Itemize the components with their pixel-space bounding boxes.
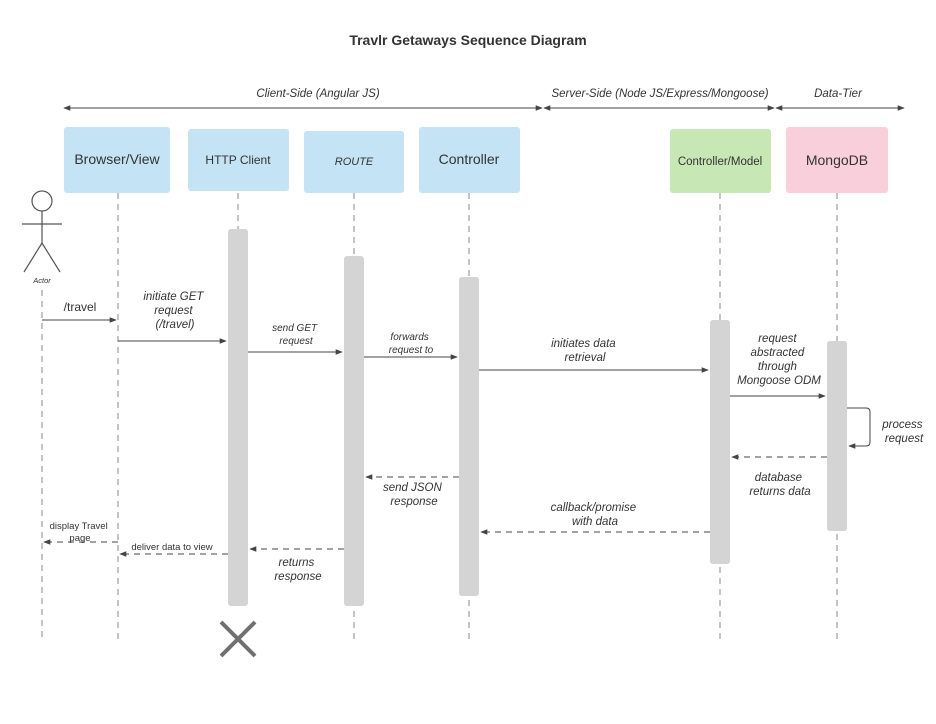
- participant-label: HTTP Client: [205, 153, 271, 167]
- msg-label-database-returns: database returns data: [749, 472, 810, 498]
- tier-label-server: Server-Side (Node JS/Express/Mongoose): [551, 88, 768, 100]
- activation-mongodb: [827, 341, 847, 531]
- msg-label-forwards: forwards request to: [389, 332, 434, 356]
- tier-label-client: Client-Side (Angular JS): [256, 88, 380, 100]
- participant-http-client: HTTP Client: [188, 129, 289, 191]
- participant-label: Controller: [439, 151, 500, 167]
- participant-box: [188, 129, 289, 191]
- participant-box: [670, 129, 771, 193]
- activation-controller: [459, 277, 479, 596]
- participant-label: Browser/View: [74, 151, 160, 167]
- activation-controller-model: [710, 320, 730, 564]
- msg-label-display-page: display Travel page: [50, 521, 111, 544]
- msg-label-initiates-data: initiates data retrieval: [551, 338, 619, 364]
- participant-box: [786, 127, 888, 193]
- participant-label: MongoDB: [806, 152, 868, 168]
- participant-box: [419, 127, 520, 193]
- msg-label-callback: callback/promise with data: [551, 502, 640, 528]
- destroy-x-icon: [219, 620, 257, 658]
- actor-figure: [22, 190, 62, 273]
- participant-label: Controller/Model: [678, 156, 762, 168]
- msg-label-process-request: process request: [881, 419, 925, 445]
- diagram-title: Travlr Getaways Sequence Diagram: [349, 32, 586, 48]
- participant-controller-model: Controller/Model: [670, 129, 771, 193]
- actor-head: [31, 190, 53, 212]
- participant-controller: Controller: [419, 127, 520, 193]
- participant-browser-view: Browser/View: [64, 127, 170, 193]
- participant-route: ROUTE: [304, 131, 404, 193]
- participant-label: ROUTE: [335, 156, 374, 168]
- msg-arrow-process-request: [847, 407, 871, 449]
- msg-label-travel: /travel: [64, 300, 97, 314]
- msg-label-deliver-data: deliver data to view: [131, 542, 212, 553]
- tier-bar: Client-Side (Angular JS) Server-Side (No…: [63, 88, 905, 111]
- msg-label-request-abstracted: request abstracted through Mongoose ODM: [737, 333, 821, 387]
- tier-label-data: Data-Tier: [814, 88, 863, 100]
- msg-label-returns-response: returns response: [274, 557, 321, 583]
- msg-label-initiate-get: initiate GET request (/travel): [143, 291, 206, 331]
- participant-mongodb: MongoDB: [786, 127, 888, 193]
- msg-label-send-json: send JSON response: [383, 482, 445, 508]
- actor-label: Actor: [32, 276, 51, 285]
- activation-http-client: [228, 229, 248, 606]
- participant-box: [64, 127, 170, 193]
- message-lines: [42, 317, 871, 557]
- activation-bars: [228, 229, 847, 606]
- message-labels: /travel initiate GET request (/travel) s…: [50, 291, 925, 583]
- participant-box: [304, 131, 404, 193]
- activation-route: [344, 256, 364, 606]
- msg-label-send-get: send GET request: [272, 323, 320, 347]
